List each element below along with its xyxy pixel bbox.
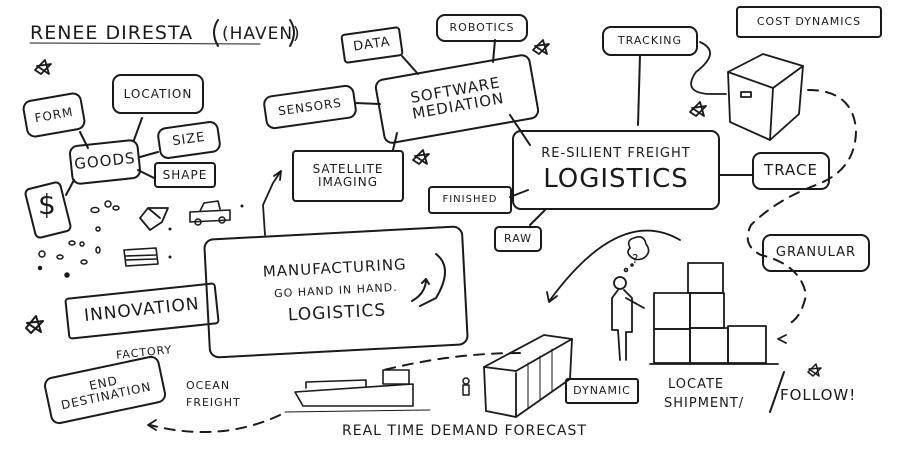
star-icon — [412, 149, 430, 165]
connector — [401, 55, 419, 75]
connector — [137, 169, 155, 179]
arc-arrow — [549, 229, 681, 301]
shipment-line: SHIPMENT/ — [664, 395, 745, 411]
arrowhead — [777, 334, 787, 344]
label-ocean-freight: OCEAN FREIGHT — [186, 378, 241, 411]
node-granular: GRANULAR — [762, 234, 870, 272]
arrow-up — [262, 170, 282, 236]
connector — [392, 132, 398, 151]
dollar-symbol: $ — [38, 188, 57, 221]
label-real-time-demand-forecast: REAL TIME DEMAND FORECAST — [342, 423, 587, 439]
stacked-boxes-icon — [649, 262, 779, 365]
dashed-arrow — [149, 414, 281, 434]
freight-line: FREIGHT — [186, 395, 241, 409]
connector — [79, 131, 89, 149]
money-icon — [24, 181, 72, 239]
node-robotics: ROBOTICS — [436, 14, 528, 42]
node-trace: TRACE — [752, 152, 830, 190]
shipping-container-icon — [483, 334, 573, 418]
star-icon — [807, 363, 822, 377]
node-dynamic: DYNAMIC — [565, 378, 639, 404]
raw-materials-pellets-icon — [37, 200, 120, 278]
title-underline — [29, 42, 261, 45]
tracking-arrow — [690, 41, 727, 95]
label-follow: FOLLOW! — [780, 386, 857, 404]
pallet-icon — [123, 247, 159, 267]
crate-icon — [139, 207, 169, 231]
flow-dashed-path — [746, 89, 857, 326]
dot — [168, 255, 172, 259]
small-person-icon — [462, 377, 470, 396]
connector — [139, 151, 159, 158]
arrowhead — [546, 291, 558, 303]
ocean-line: OCEAN — [186, 379, 231, 392]
truck-icon — [189, 200, 231, 226]
person-icon — [611, 276, 645, 361]
node-tracking: TRACKING — [602, 26, 698, 56]
thought-question-mark: ? — [632, 252, 640, 266]
connector — [492, 39, 496, 63]
dashed-arrow — [379, 352, 521, 372]
locate-line: LOCATE — [668, 377, 725, 392]
node-raw: RAW — [494, 226, 542, 252]
dot — [240, 204, 244, 208]
arrowhead — [273, 170, 282, 181]
star-icon — [25, 315, 44, 334]
cycle-arrow — [419, 253, 446, 307]
node-finished: FINISHED — [428, 186, 512, 214]
paren-left — [213, 19, 219, 47]
author-name: RENEE DIRESTA — [30, 22, 194, 44]
connector — [133, 117, 143, 141]
node-cost-dynamics: COST DYNAMICS — [736, 6, 882, 38]
thought-bubble-icon — [623, 236, 650, 273]
cargo-ship-icon — [284, 369, 431, 413]
author-company: (HAVEN) — [222, 24, 301, 44]
star-icon — [34, 59, 52, 75]
connector — [65, 179, 75, 196]
label-locate-shipment: LOCATE SHIPMENT/ — [664, 376, 744, 414]
node-goods: GOODS — [68, 138, 142, 186]
node-manufacturing-logistics: MANUFACTURING GO HAND IN HAND. LOGISTICS — [203, 225, 469, 359]
star-icon — [532, 39, 550, 55]
cycle-arrow — [411, 278, 430, 302]
connector — [354, 102, 381, 105]
paren-right — [289, 19, 295, 47]
slash — [769, 371, 785, 413]
shipping-box-icon — [727, 53, 804, 141]
node-shape: SHAPE — [154, 162, 216, 188]
dot — [168, 227, 172, 231]
connector — [529, 209, 546, 226]
node-location: LOCATION — [112, 74, 204, 114]
connector — [637, 54, 641, 126]
arrowhead — [147, 419, 157, 431]
star-icon — [689, 101, 707, 117]
